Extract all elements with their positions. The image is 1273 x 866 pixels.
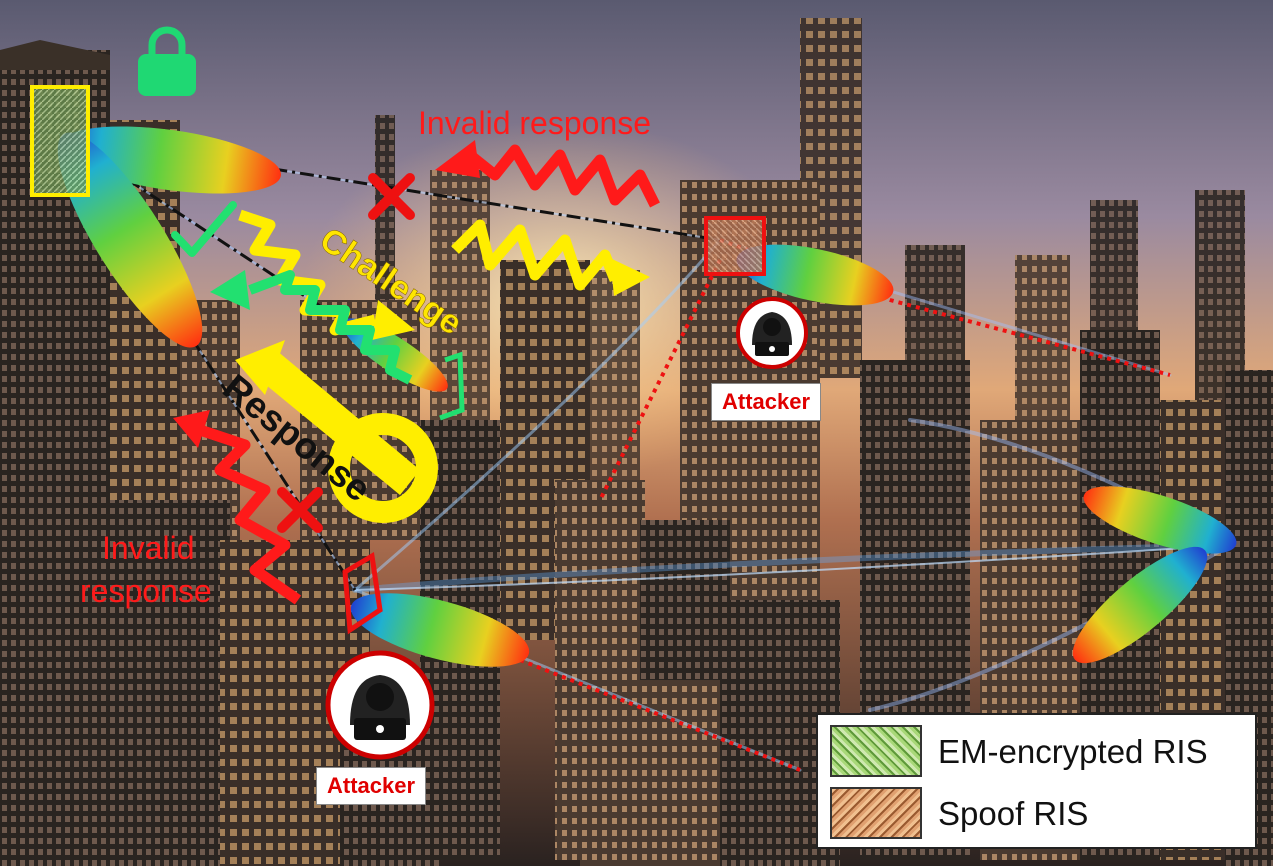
invalid-response-label-top: Invalid response bbox=[418, 105, 652, 141]
legend: EM-encrypted RIS Spoof RIS bbox=[816, 713, 1257, 849]
beam-lobes bbox=[57, 126, 1237, 667]
ris-panel-spoof-left bbox=[342, 551, 383, 635]
invalid-response-arrow-left bbox=[173, 410, 302, 605]
check-icon bbox=[171, 201, 237, 257]
cross-icon-left bbox=[277, 487, 323, 533]
legend-item-spoof: Spoof RIS bbox=[830, 787, 1250, 843]
hacker-icon-right bbox=[736, 297, 808, 369]
ris-panel-spoof-right bbox=[704, 216, 766, 276]
legend-swatch-orange bbox=[830, 787, 922, 839]
invalid-response-arrow-top bbox=[435, 140, 660, 208]
lock-icon bbox=[138, 26, 196, 96]
response-arrow bbox=[210, 270, 413, 385]
legend-label: Spoof RIS bbox=[938, 795, 1089, 832]
invalid-response-label-left-line2: response bbox=[80, 573, 212, 609]
ris-panel-genuine bbox=[30, 85, 90, 197]
legend-swatch-green bbox=[830, 725, 922, 777]
legend-label: EM-encrypted RIS bbox=[938, 733, 1208, 770]
invalid-response-label-left-line1: Invalid bbox=[102, 530, 195, 566]
attacker-label-left: Attacker bbox=[316, 767, 427, 806]
ris-panel-legit-receiver bbox=[439, 351, 465, 421]
legend-item-em-encrypted: EM-encrypted RIS bbox=[830, 725, 1250, 781]
attacker-label-right: Attacker bbox=[711, 383, 822, 422]
challenge-arrow-top bbox=[451, 219, 650, 296]
cross-icon-top bbox=[368, 173, 415, 220]
response-big-arrow bbox=[235, 340, 438, 523]
hacker-icon-left bbox=[325, 650, 435, 760]
